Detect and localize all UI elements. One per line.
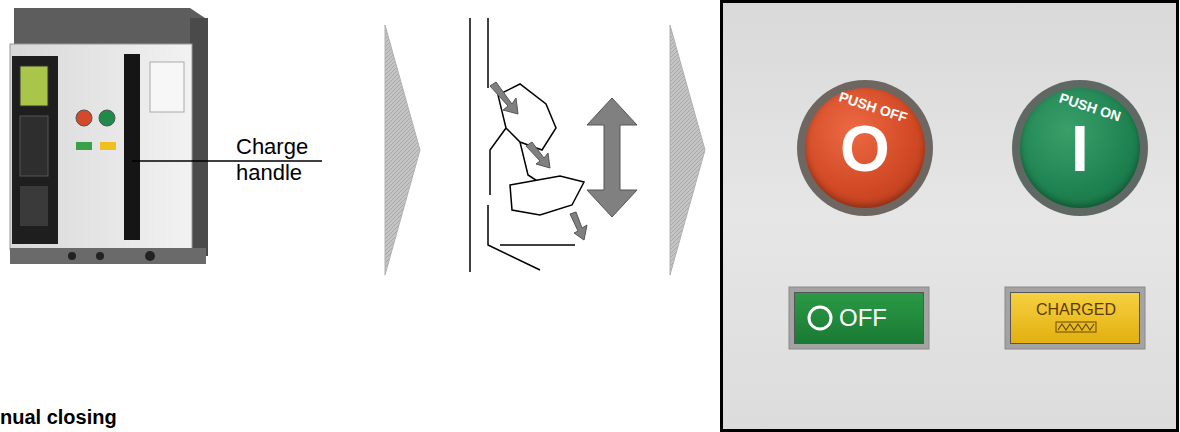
- keypad: [20, 186, 48, 226]
- section-heading: nual closing: [0, 406, 117, 429]
- breaker-illustration: [10, 8, 208, 264]
- step-arrow: [385, 25, 420, 275]
- charge-handle: [124, 54, 140, 240]
- indicator-recess: [789, 287, 929, 349]
- hole: [96, 252, 104, 260]
- off-pushbutton: PUSH OFFO: [805, 88, 925, 208]
- indicator-text: CHARGED: [1011, 301, 1141, 319]
- off-indicator: OFF: [794, 292, 924, 344]
- panel-photo: [722, 2, 1178, 431]
- step-arrow: [670, 25, 705, 275]
- part-label: Charge handle: [236, 134, 326, 186]
- button-symbol: O: [805, 114, 925, 184]
- off-button: [76, 110, 92, 126]
- hole: [68, 252, 76, 260]
- motion-arrows: [490, 82, 637, 240]
- handle: [510, 176, 584, 215]
- indicator-recess: [1005, 287, 1145, 349]
- hand: [490, 128, 506, 195]
- panel-edge: [487, 18, 489, 88]
- on-button: [99, 110, 115, 126]
- base: [10, 248, 206, 264]
- hole: [145, 251, 155, 261]
- breaker-body: [10, 44, 192, 250]
- nameplate: [150, 62, 184, 112]
- panel-edge: [488, 205, 540, 270]
- button-ring: [797, 80, 933, 216]
- keypad: [20, 116, 48, 176]
- panel-edge: [500, 244, 575, 246]
- hand: [498, 84, 556, 150]
- lcd-display: [20, 66, 48, 106]
- small-arrow: [490, 82, 518, 114]
- small-arrow: [526, 142, 550, 168]
- indicator: [76, 142, 92, 150]
- charged-indicator: CHARGED: [1010, 292, 1140, 344]
- trip-unit: [12, 56, 58, 244]
- panel-edge: [469, 18, 471, 272]
- double-arrow: [587, 98, 637, 217]
- button-symbol: I: [1020, 114, 1140, 184]
- side-plate: [190, 18, 208, 256]
- small-arrow: [570, 212, 587, 240]
- on-pushbutton: PUSH ONI: [1020, 88, 1140, 208]
- indicator: [100, 142, 116, 150]
- hand-illustration: [470, 18, 584, 272]
- indicator-text: OFF: [839, 305, 919, 331]
- button-ring: [1012, 80, 1148, 216]
- top-cover: [14, 8, 205, 44]
